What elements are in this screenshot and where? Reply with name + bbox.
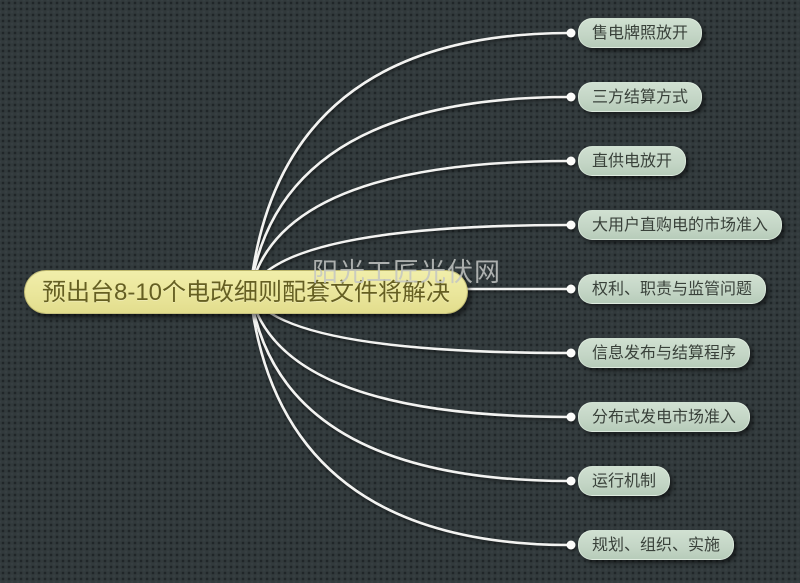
branch-node-large-user-market-access[interactable]: 大用户直购电的市场准入 — [578, 210, 783, 240]
branch-node-rights-duties-regulation[interactable]: 权利、职责与监管问题 — [578, 274, 767, 304]
connector-line — [248, 290, 572, 547]
connector-endpoint-dot — [566, 476, 576, 486]
connector-endpoint-dot — [566, 156, 576, 166]
connector-endpoint-dot — [566, 284, 576, 294]
branch-node-info-release-settlement[interactable]: 信息发布与结算程序 — [578, 338, 751, 368]
connector-endpoint-dot — [566, 92, 576, 102]
connector-endpoint-dot — [566, 540, 576, 550]
connector-line — [248, 95, 572, 294]
connector-endpoint-dot — [566, 220, 576, 230]
branch-node-planning-organization-implementation[interactable]: 规划、组织、实施 — [578, 530, 735, 560]
connector-endpoint-dot — [566, 348, 576, 358]
root-node[interactable]: 预出台8-10个电改细则配套文件将解决 — [24, 270, 469, 314]
connector-line — [248, 31, 572, 294]
connector-line — [248, 290, 572, 419]
connector-line — [248, 290, 572, 483]
branch-node-distributed-generation-access[interactable]: 分布式发电市场准入 — [578, 402, 751, 432]
connector-line — [248, 159, 572, 294]
connector-endpoint-dot — [566, 28, 576, 38]
branch-node-settlement-method[interactable]: 三方结算方式 — [578, 82, 703, 112]
branch-node-direct-supply[interactable]: 直供电放开 — [578, 146, 687, 176]
branch-node-operation-mechanism[interactable]: 运行机制 — [578, 466, 671, 496]
connector-endpoint-dot — [566, 412, 576, 422]
branch-node-sale-license[interactable]: 售电牌照放开 — [578, 18, 703, 48]
